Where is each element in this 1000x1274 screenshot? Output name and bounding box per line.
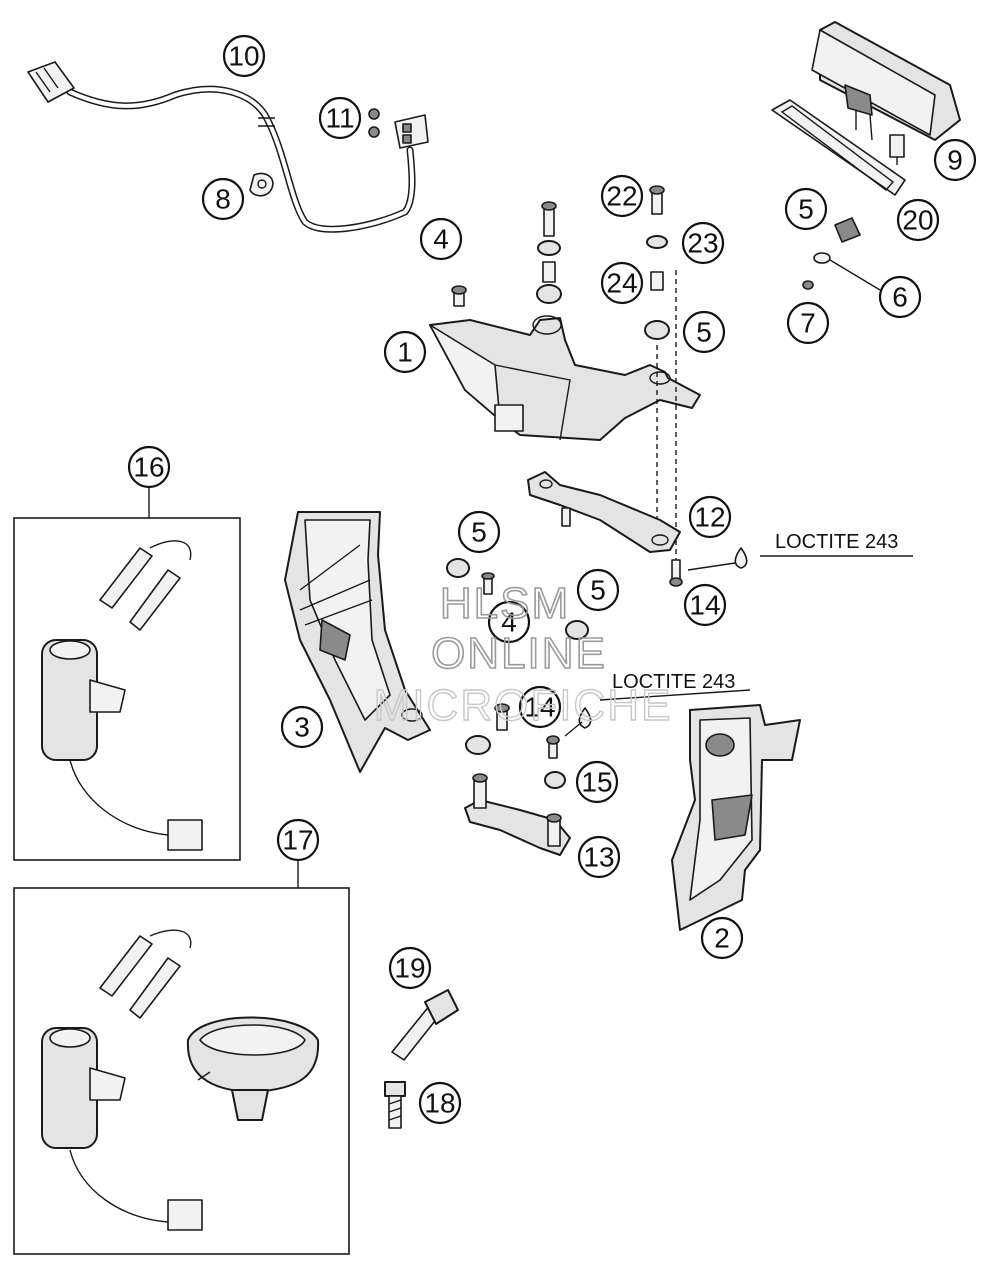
callout-11: 11	[318, 96, 362, 140]
svg-text:9: 9	[947, 145, 963, 176]
callout-17: 17	[276, 818, 320, 862]
loctite-drop-lower	[564, 689, 751, 737]
callout-7: 7	[786, 301, 830, 345]
callout-23: 23	[681, 221, 725, 265]
callout-12: 12	[688, 495, 732, 539]
callout-15: 15	[575, 760, 619, 804]
svg-text:7: 7	[800, 308, 816, 339]
callout-5a: 5	[784, 187, 828, 231]
fastener-stack-right	[644, 185, 677, 560]
svg-text:16: 16	[133, 452, 164, 483]
callout-14b: 14	[518, 685, 562, 729]
svg-text:13: 13	[583, 842, 614, 873]
front-cover-part-3	[284, 511, 431, 773]
callout-13: 13	[577, 835, 621, 879]
svg-text:20: 20	[902, 205, 933, 236]
watermark-line-3: MICROFICHE	[374, 681, 673, 730]
svg-text:12: 12	[694, 502, 725, 533]
svg-text:22: 22	[606, 181, 637, 212]
main-bracket-part-1	[429, 315, 701, 441]
callout-14a: 14	[683, 583, 727, 627]
small-parts-upper-right	[802, 217, 881, 291]
screws-part-11	[368, 108, 380, 138]
loctite-drop-upper	[687, 547, 913, 571]
svg-text:11: 11	[325, 103, 354, 134]
fastener-stack-left	[451, 201, 562, 307]
center-grommets	[446, 558, 589, 789]
callout-16: 16	[127, 445, 171, 489]
callout-18: 18	[418, 1081, 462, 1125]
callout-2: 2	[700, 916, 744, 960]
callout-5d: 5	[576, 568, 620, 612]
cable-clip-part-8	[249, 172, 274, 197]
watermark-line-1: HLSM	[440, 579, 570, 628]
svg-text:24: 24	[606, 268, 637, 299]
callout-8: 8	[201, 177, 245, 221]
svg-text:4: 4	[433, 224, 449, 255]
callout-6: 6	[878, 275, 922, 319]
callout-4b: 4	[487, 600, 531, 644]
svg-text:2: 2	[714, 923, 730, 954]
svg-text:5: 5	[696, 317, 712, 348]
callout-22: 22	[600, 174, 644, 218]
instrument-cluster	[771, 21, 961, 196]
callout-19: 19	[388, 946, 432, 990]
svg-text:1: 1	[397, 337, 413, 368]
svg-text:4: 4	[501, 607, 517, 638]
mounting-plate-part-12	[527, 471, 683, 587]
callout-4a: 4	[419, 217, 463, 261]
lock-kit-box-17	[13, 858, 350, 1255]
svg-text:18: 18	[424, 1088, 455, 1119]
svg-text:5: 5	[590, 575, 606, 606]
svg-text:19: 19	[394, 953, 425, 984]
svg-text:23: 23	[687, 228, 718, 259]
svg-text:8: 8	[215, 184, 231, 215]
side-cover-part-2	[671, 704, 801, 931]
loctite-note-upper: LOCTITE 243	[775, 531, 898, 553]
key-part-19	[391, 989, 459, 1061]
svg-text:10: 10	[228, 41, 259, 72]
callout-3: 3	[280, 705, 324, 749]
callout-24: 24	[600, 261, 644, 305]
lower-bracket-part-13	[464, 773, 571, 856]
svg-text:17: 17	[282, 825, 313, 856]
svg-text:15: 15	[581, 767, 612, 798]
callout-10: 10	[222, 34, 266, 78]
callout-5c: 5	[457, 510, 501, 554]
callout-9: 9	[933, 138, 977, 182]
callout-20: 20	[896, 198, 940, 242]
wiring-harness	[27, 61, 429, 233]
svg-text:3: 3	[294, 712, 310, 743]
svg-text:14: 14	[524, 692, 555, 723]
svg-text:5: 5	[798, 194, 814, 225]
lock-kit-box-16	[13, 488, 241, 861]
bolt-part-18	[384, 1081, 406, 1129]
watermark-line-2: ONLINE	[431, 629, 607, 678]
svg-text:5: 5	[471, 517, 487, 548]
loctite-note-lower: LOCTITE 243	[612, 671, 735, 693]
svg-text:14: 14	[689, 590, 720, 621]
callout-1: 1	[383, 330, 427, 374]
callout-5b: 5	[682, 310, 726, 354]
svg-text:6: 6	[892, 282, 908, 313]
